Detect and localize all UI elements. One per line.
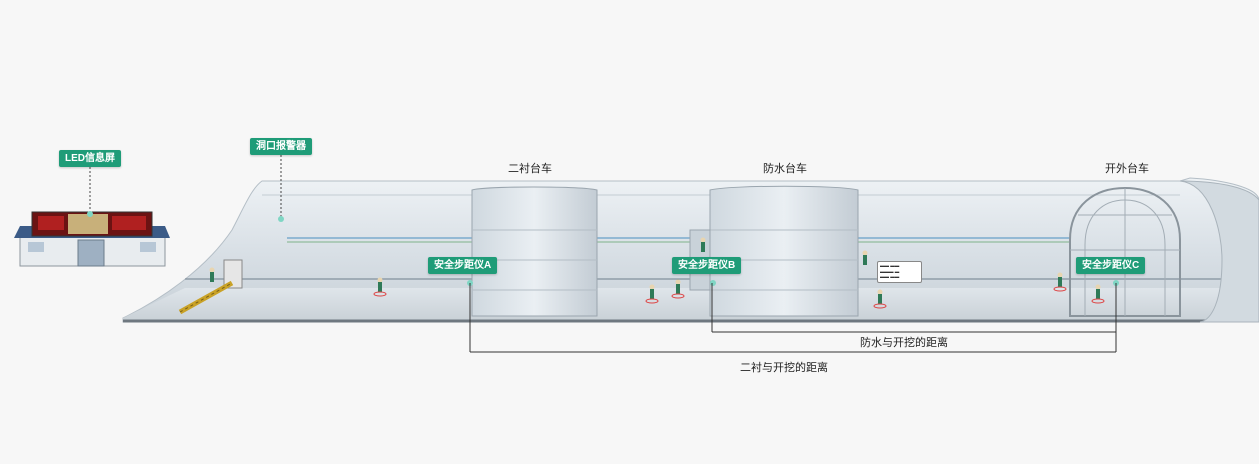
safety-ranger-b-tag: 安全步距仪B	[672, 257, 742, 274]
sensor-dot-icon	[710, 280, 716, 286]
worker-icon	[209, 267, 215, 282]
worker-icon	[645, 284, 659, 304]
safety-ranger-a-tag: 安全步距仪A	[428, 257, 498, 274]
waterproof-excavation-distance-label: 防水与开挖的距离	[860, 337, 948, 349]
worker-icon	[671, 279, 685, 299]
distance-bracket-lining	[469, 283, 1116, 353]
worker-icon	[700, 237, 706, 252]
lining-trolley	[471, 186, 598, 317]
portal-alarm-tag: 洞口报警器	[250, 138, 312, 155]
excavation-trolley-label: 开外台车	[1105, 163, 1149, 175]
site-office-icon	[14, 211, 170, 267]
distance-bracket-waterproof	[711, 283, 1117, 352]
tunnel-face-ring	[1179, 180, 1259, 323]
worker-icon	[862, 250, 868, 265]
worker-icon	[1053, 272, 1067, 292]
lining-excavation-distance-label: 二衬与开挖的距离	[740, 362, 828, 374]
lining-trolley-label: 二衬台车	[508, 163, 552, 175]
sensor-dot-icon	[278, 216, 284, 222]
worker-icon	[873, 289, 887, 309]
boom-barrier-icon	[178, 259, 243, 315]
tunnel-floor	[123, 288, 1259, 322]
waterproof-trolley	[689, 185, 859, 317]
sensor-dot-icon	[87, 211, 93, 217]
warning-sign: ▬▬ ▬▬▬▬▬ ▬▬▬ ▬▬	[877, 261, 922, 283]
worker-icon	[1091, 284, 1105, 304]
safety-ranger-c-tag: 安全步距仪C	[1076, 257, 1146, 274]
excavation-trolley	[1069, 186, 1181, 317]
waterproof-trolley-label: 防水台车	[763, 163, 807, 175]
worker-icon	[373, 277, 387, 297]
led-screen-tag: LED信息屏	[59, 150, 121, 167]
